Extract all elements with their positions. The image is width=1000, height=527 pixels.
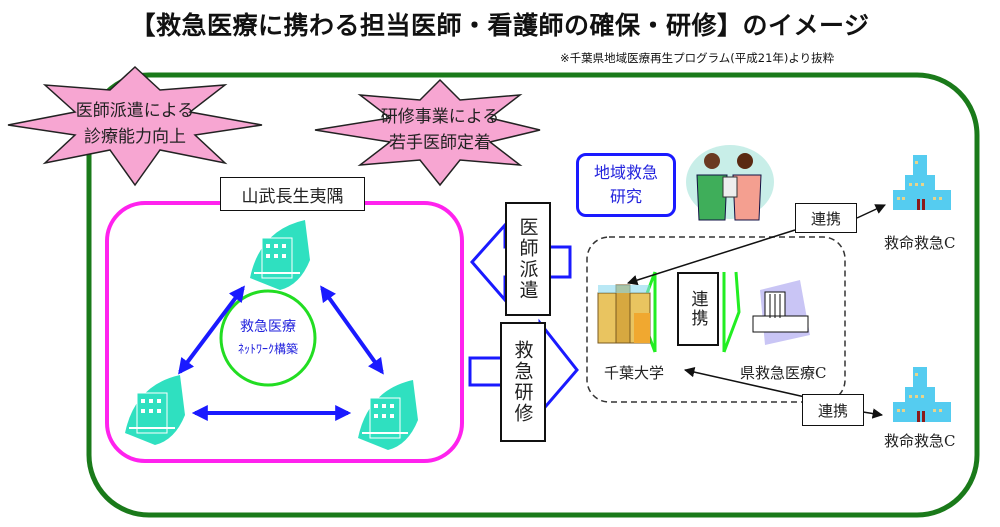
hub-link-box: 連携 (677, 272, 719, 346)
emergency-center-icon-1 (893, 155, 951, 210)
hospital-icon-top (250, 220, 310, 290)
source-note: ※千葉県地域医療再生プログラム(平成21年)より抜粋 (560, 51, 835, 65)
hub-region (586, 236, 846, 403)
star-2-line1: 研修事業による (380, 107, 500, 127)
star-text-1: 医師派遣による 診療能力向上 (60, 98, 210, 150)
university-label: 千葉大学 (604, 364, 665, 382)
link-arrow-top-right (320, 285, 384, 375)
link-line-top-to-university (626, 229, 796, 286)
link-line-top-to-center (856, 204, 886, 219)
star-1-line1: 医師派遣による (75, 101, 195, 121)
external-link-box-1: 連携 (795, 203, 857, 233)
dispatch-label: 医師派遣 (516, 217, 539, 301)
prefectural-center-label: 県救急医療C (740, 364, 827, 382)
emergency-center-icon-2 (893, 367, 951, 422)
research-line1: 地域救急 (593, 163, 658, 182)
outer-frame (86, 72, 980, 518)
research-box: 地域救急 研究 (576, 153, 676, 217)
training-label: 救急研修 (511, 340, 534, 424)
training-box: 救急研修 (500, 322, 546, 442)
starburst-2 (314, 78, 541, 187)
research-line2: 研究 (609, 187, 642, 206)
region-label: 山武長生夷隅 (220, 177, 365, 211)
star-1-line2: 診療能力向上 (84, 127, 186, 147)
medical-staff-illustration (686, 145, 774, 221)
network-label-line1: 救急医療 (240, 319, 296, 335)
hospital-icon-left (125, 375, 185, 445)
dispatch-box: 医師派遣 (505, 202, 551, 316)
emergency-center-label-1: 救命救急C (884, 234, 956, 252)
network-label: 救急医療 ﾈｯﾄﾜｰｸ構築 (221, 316, 315, 360)
university-icon (597, 284, 651, 344)
page-title: 【救急医療に携わる担当医師・看護師の確保・研修】のイメージ (130, 11, 870, 40)
link-line-bottom-to-center (862, 408, 884, 419)
prefectural-center-icon (752, 280, 810, 345)
emergency-center-label-2: 救命救急C (884, 432, 956, 450)
external-link-box-2: 連携 (802, 394, 864, 426)
star-2-line2: 若手医師定着 (389, 133, 491, 153)
hospital-icon-right (358, 380, 418, 450)
link-line-bottom-to-university (683, 366, 806, 398)
link-arrow-top-left (178, 285, 245, 375)
hub-link-label: 連携 (687, 290, 708, 328)
star-text-2: 研修事業による 若手医師定着 (360, 104, 520, 156)
network-label-line2: ﾈｯﾄﾜｰｸ構築 (237, 342, 298, 356)
starburst-1 (7, 65, 263, 187)
